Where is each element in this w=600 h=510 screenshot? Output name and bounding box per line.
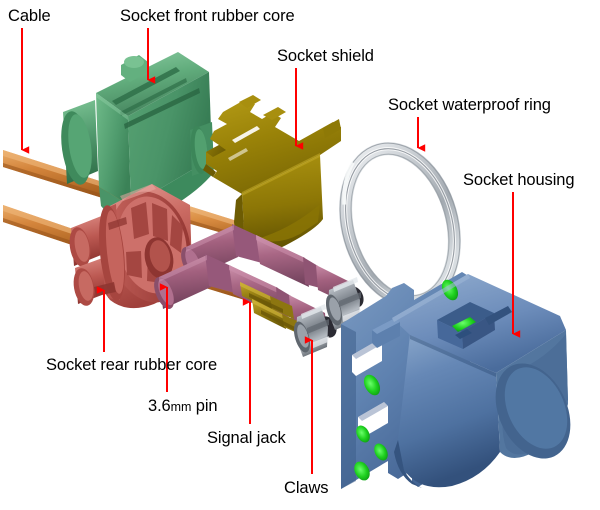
label-claws: Claws bbox=[284, 479, 329, 497]
label-socket-front-rubber-core: Socket front rubber core bbox=[120, 7, 295, 25]
claw-lower bbox=[293, 304, 329, 357]
leader-lines bbox=[21, 28, 521, 474]
label-socket-waterproof-ring: Socket waterproof ring bbox=[388, 96, 551, 114]
part-socket-front-rubber-core bbox=[61, 52, 214, 223]
label-socket-rear-rubber-core: Socket rear rubber core bbox=[46, 356, 218, 374]
part-signal-jack bbox=[240, 282, 306, 337]
signal-jack-upper bbox=[240, 282, 294, 319]
label-pin-suffix: pin bbox=[191, 397, 218, 415]
label-cable: Cable bbox=[8, 7, 51, 25]
label-pin-unit: mm bbox=[170, 400, 192, 414]
part-socket-housing bbox=[341, 272, 571, 489]
label-pin-36mm: 3.6mm pin bbox=[148, 397, 218, 415]
part-socket-shield bbox=[203, 95, 341, 254]
part-claws bbox=[293, 277, 361, 357]
label-socket-housing: Socket housing bbox=[463, 171, 575, 189]
label-socket-shield: Socket shield bbox=[277, 47, 374, 65]
label-pin-value: 3.6 bbox=[148, 397, 171, 415]
label-signal-jack: Signal jack bbox=[207, 429, 286, 447]
